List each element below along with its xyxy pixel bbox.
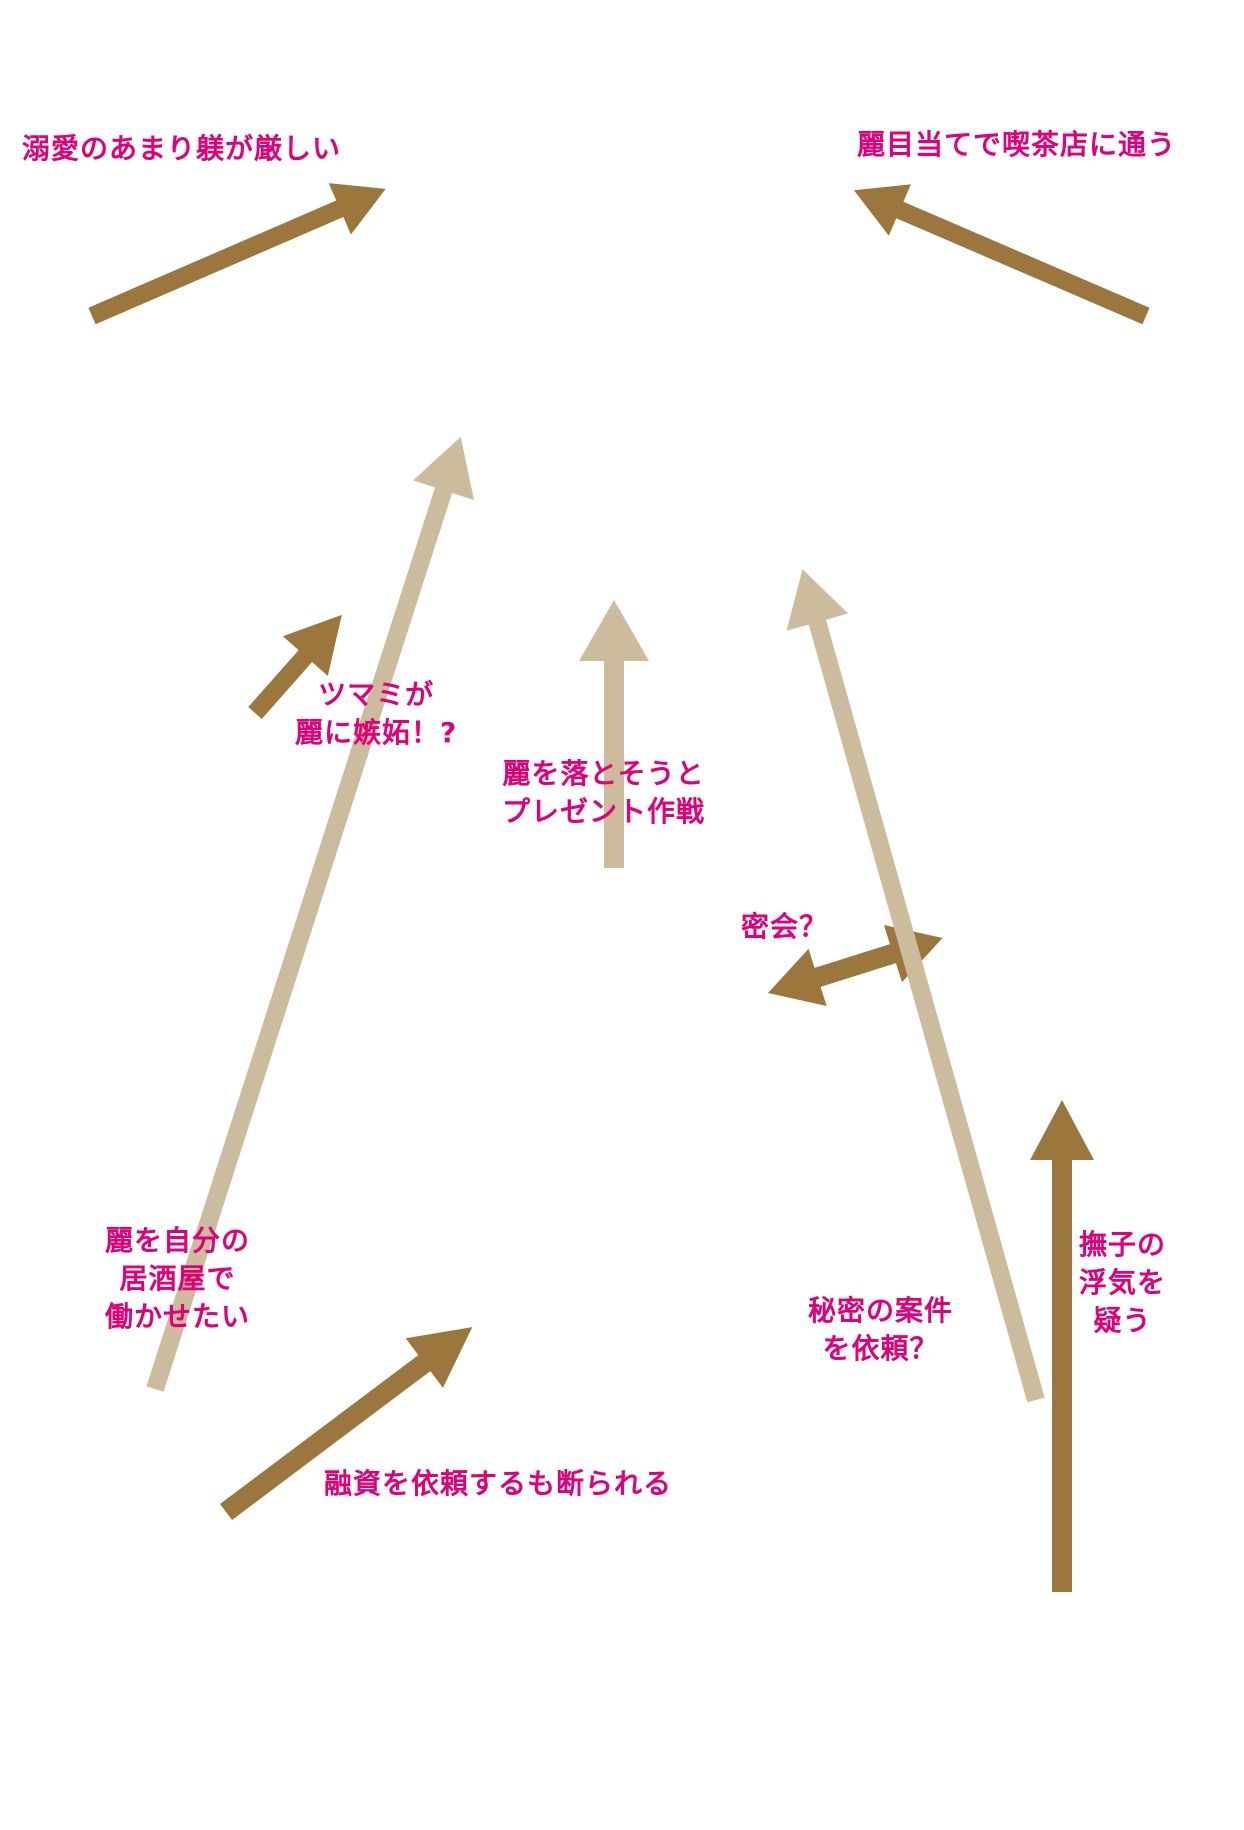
label-izakaya-line3: 働かせたい [105, 1300, 251, 1333]
label-rei-meate: 麗目当てで喫茶店に通う [857, 128, 1177, 161]
label-present-line1: 麗を落とそうと [502, 757, 705, 790]
label-yushi: 融資を依頼するも断られる [324, 1467, 673, 1500]
label-nadeshiko-line2: 浮気を [1079, 1266, 1167, 1299]
label-present-line2: プレゼント作戦 [502, 795, 706, 828]
label-nadeshiko-line3: 疑う [1093, 1304, 1152, 1337]
arrow-nadeshiko [1030, 1100, 1094, 1592]
label-tsumami-line2: 麗に嫉妬！? [295, 716, 458, 749]
label-dekiai: 溺愛のあまり躾が厳しい [22, 132, 342, 165]
label-nadeshiko: 撫子の 浮気を 疑う [1079, 1226, 1166, 1340]
label-tsumami-line1: ツマミが [318, 678, 435, 711]
arrow-dekiai [88, 183, 386, 325]
label-himitsu-line2: を依頼？ [822, 1332, 939, 1365]
label-tsumami: ツマミが 麗に嫉妬！? [295, 676, 457, 752]
arrow-tsumami [248, 614, 342, 719]
arrow-izakaya [146, 436, 475, 1392]
arrow-present [579, 600, 649, 868]
arrow-himitsu [786, 569, 1045, 1403]
label-mikkai: 密会？ [741, 910, 829, 943]
label-izakaya-line1: 麗を自分の [105, 1224, 251, 1257]
label-himitsu: 秘密の案件 を依頼？ [808, 1292, 953, 1368]
label-izakaya: 麗を自分の 居酒屋で 働かせたい [105, 1222, 250, 1336]
label-nadeshiko-line1: 撫子の [1079, 1228, 1167, 1261]
label-present: 麗を落とそうと プレゼント作戦 [502, 755, 705, 831]
label-himitsu-line1: 秘密の案件 [808, 1294, 954, 1327]
label-izakaya-line2: 居酒屋で [119, 1262, 236, 1295]
arrow-rei-meate [853, 184, 1150, 325]
arrow-yushi [219, 1327, 473, 1520]
